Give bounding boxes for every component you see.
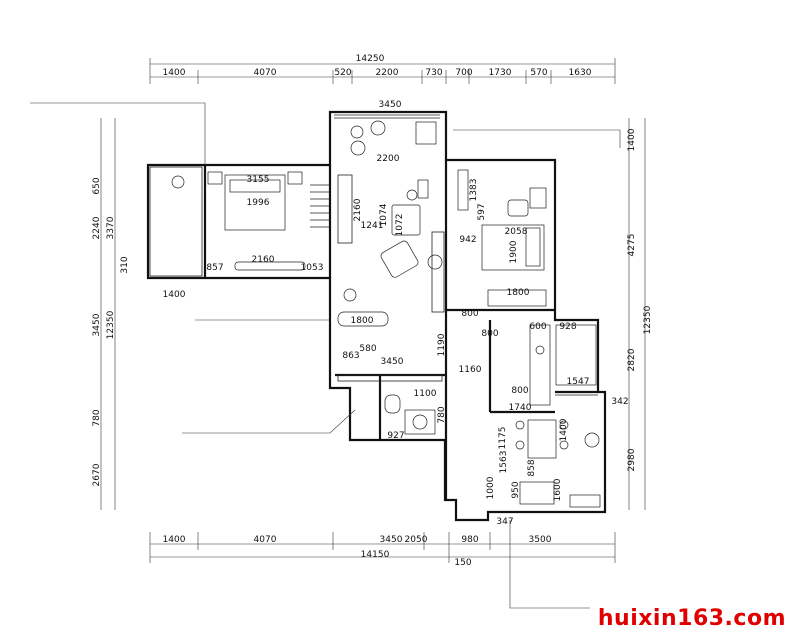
living-dim-3: 1074 xyxy=(379,203,389,226)
watermark: huixin163.com xyxy=(597,606,786,631)
bath-dim-2: 1100 xyxy=(414,389,437,399)
bed-b-dim-6: 1383 xyxy=(469,179,479,202)
balcony-width-dim: 3450 xyxy=(379,100,402,110)
plant-icon-2 xyxy=(343,288,357,302)
bed-b-dim-3: 2058 xyxy=(505,227,528,237)
bed-b-dim-1: 597 xyxy=(477,203,487,220)
kitchen-dim-4: 1547 xyxy=(567,377,590,387)
living-dim-1: 2160 xyxy=(353,198,363,221)
left-dim-1: 650 xyxy=(92,177,102,194)
living-dim-9: 3450 xyxy=(381,357,404,367)
annotation-leaders xyxy=(30,102,621,609)
bed-a-dim-3: 2160 xyxy=(252,255,275,265)
chair-icon xyxy=(350,125,364,139)
bed-icon xyxy=(224,174,286,231)
top-dim-7: 1730 xyxy=(489,68,512,78)
furniture xyxy=(171,120,601,508)
bottom-dim-1: 1400 xyxy=(163,535,186,545)
living-dim-7: 863 xyxy=(342,351,359,361)
bed-b-dim-2: 942 xyxy=(459,235,476,245)
dining-dim-8: 347 xyxy=(496,517,513,527)
living-dim-10: 800 xyxy=(461,309,478,319)
left-dim-4: 310 xyxy=(120,256,130,273)
top-dim-8: 570 xyxy=(530,68,547,78)
left-dim-5: 3450 xyxy=(92,313,102,336)
bed-b-dim-5: 1800 xyxy=(507,288,530,298)
bed-a-dim-4: 857 xyxy=(206,263,223,273)
dining-dim-4: 858 xyxy=(527,459,537,476)
top-total-dim: 14250 xyxy=(356,54,385,64)
right-dim-5: 2980 xyxy=(627,448,637,471)
window-lines xyxy=(149,114,598,396)
left-dim-3: 3370 xyxy=(106,216,116,239)
living-dim-11: 1160 xyxy=(459,365,482,375)
top-dim-5: 730 xyxy=(425,68,442,78)
kitchen-dim-6: 1740 xyxy=(509,403,532,413)
kitchen-dim-2: 928 xyxy=(559,322,576,332)
left-dim-2: 2240 xyxy=(92,216,102,239)
dining-dim-5: 1000 xyxy=(486,476,496,499)
bottom-dim-4: 2050 xyxy=(405,535,428,545)
left-dimension-chain: 650 2240 3370 310 3450 12350 780 2670 xyxy=(92,118,130,510)
right-dim-2: 4275 xyxy=(627,234,637,257)
bottom-total-dim: 14150 xyxy=(361,550,390,560)
living-dim-5: 1800 xyxy=(351,316,374,326)
kitchen-dim-5: 800 xyxy=(511,386,528,396)
dining-dim-3: 1563 xyxy=(499,451,509,474)
top-dim-2: 4070 xyxy=(254,68,277,78)
right-dimension-chain: 1400 4275 12350 2820 2980 xyxy=(627,118,653,510)
bed-b-icon xyxy=(481,224,545,271)
exterior-walls xyxy=(146,110,607,522)
bed-a-dim-5: 1400 xyxy=(163,290,186,300)
living-width-dim: 2200 xyxy=(377,154,400,164)
bed-a-dim-1: 3155 xyxy=(247,175,270,185)
top-dim-1: 1400 xyxy=(163,68,186,78)
kitchen-dim-3: 800 xyxy=(481,329,498,339)
bottom-dim-3: 3450 xyxy=(380,535,403,545)
dining-dim-6: 950 xyxy=(511,481,521,498)
dining-dim-2: 1400 xyxy=(559,418,569,441)
kitchen-dim-1: 600 xyxy=(529,322,546,332)
dining-table xyxy=(527,419,557,459)
top-dimension-chain: 14250 1400 4070 520 2200 730 700 1730 57… xyxy=(149,54,616,84)
dining-dim-1: 1175 xyxy=(498,427,508,450)
room-dimensions: 3450 2200 3155 1996 2160 857 1400 1053 2… xyxy=(163,100,629,527)
sofa-icon xyxy=(380,240,419,278)
living-dim-4: 1072 xyxy=(395,214,405,237)
right-dim-3: 12350 xyxy=(643,305,653,334)
left-dim-7: 780 xyxy=(92,409,102,426)
dining-dim-7: 1600 xyxy=(553,478,563,501)
plant-icon xyxy=(171,175,185,189)
bed-a-dim-6: 1053 xyxy=(301,263,324,273)
bath-dim-3: 780 xyxy=(437,406,447,423)
living-dim-6: 1190 xyxy=(437,333,447,356)
bed-b-dim-4: 1900 xyxy=(509,240,519,263)
bottom-dim-2: 4070 xyxy=(254,535,277,545)
left-dim-8: 2670 xyxy=(92,463,102,486)
left-dim-6: 12350 xyxy=(106,310,116,339)
dining-dim-9: 342 xyxy=(611,397,628,407)
right-dim-4: 2820 xyxy=(627,348,637,371)
bottom-extra-dim: 150 xyxy=(454,558,471,568)
top-dim-9: 1630 xyxy=(569,68,592,78)
top-dim-4: 2200 xyxy=(376,68,399,78)
bottom-dim-5: 980 xyxy=(461,535,478,545)
top-dim-3: 520 xyxy=(334,68,351,78)
kitchen-counter xyxy=(529,324,551,406)
bottom-dim-6: 3500 xyxy=(529,535,552,545)
living-dim-2: 1241 xyxy=(361,221,384,231)
bath-dim-1: 927 xyxy=(387,431,404,441)
bed-a-dim-2: 1996 xyxy=(247,198,270,208)
toilet-icon xyxy=(384,394,401,414)
living-dim-8: 580 xyxy=(359,344,376,354)
right-dim-1: 1400 xyxy=(627,128,637,151)
top-dim-6: 700 xyxy=(455,68,472,78)
bottom-dimension-chain: 1400 4070 3450 2050 980 3500 14150 150 xyxy=(149,532,616,568)
plant-icon-3 xyxy=(584,432,600,448)
